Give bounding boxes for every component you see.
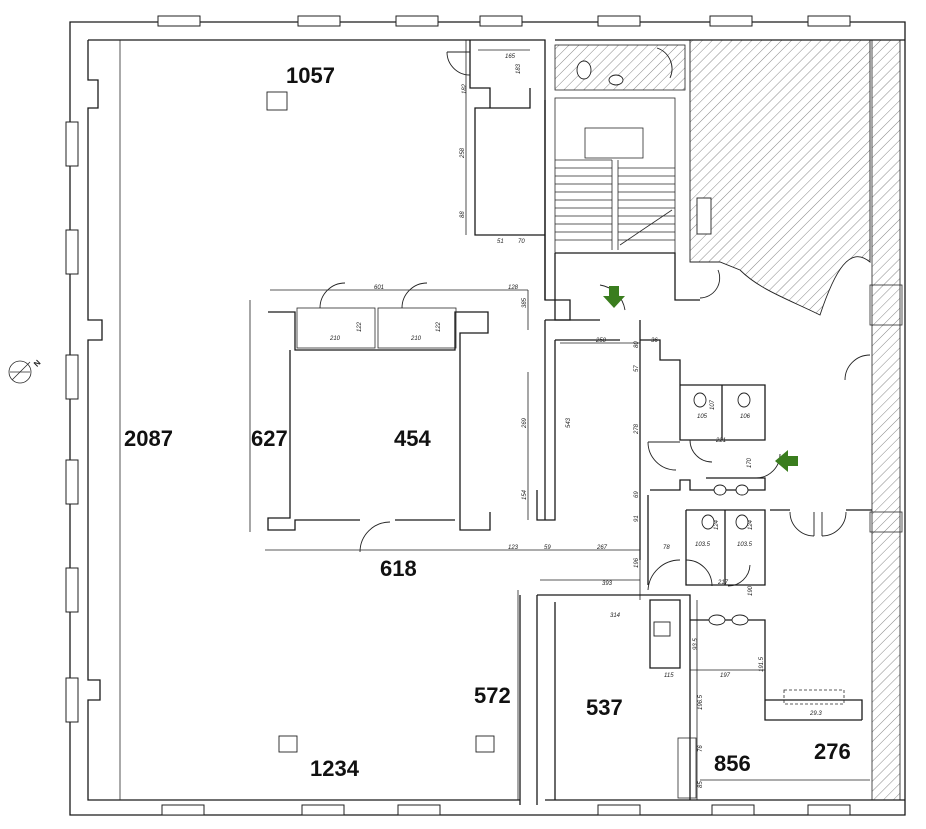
door-top-hall bbox=[446, 51, 471, 76]
inner-dimensions bbox=[249, 40, 641, 600]
dim-601: 601 bbox=[374, 285, 384, 291]
label-inner-right: 454 bbox=[394, 426, 431, 451]
dim-36: 36 bbox=[651, 338, 658, 344]
dim-69: 69 bbox=[634, 491, 640, 498]
door-right-corridor bbox=[699, 269, 721, 299]
bottom-windows bbox=[161, 804, 851, 816]
dim-267: 267 bbox=[596, 545, 608, 551]
dim-154: 154 bbox=[522, 489, 528, 500]
outer-wall-inner bbox=[87, 39, 905, 801]
dim-103-5b: 103.5 bbox=[737, 542, 753, 548]
dim-210b: 210 bbox=[410, 336, 422, 342]
entrance-arrows bbox=[603, 286, 798, 472]
dim-80: 80 bbox=[634, 341, 640, 348]
dim-183: 183 bbox=[516, 63, 522, 74]
dim-196: 196 bbox=[634, 557, 640, 568]
dim-93-5: 93.5 bbox=[693, 638, 699, 650]
top-toilet bbox=[576, 47, 673, 86]
dim-88: 88 bbox=[460, 211, 466, 218]
dim-221: 221 bbox=[715, 438, 726, 444]
right-toilets bbox=[640, 339, 766, 591]
label-inner-left: 627 bbox=[251, 426, 288, 451]
label-col-572: 572 bbox=[474, 683, 511, 708]
label-main-top: 1057 bbox=[286, 63, 335, 88]
dim-29-3: 29.3 bbox=[809, 711, 822, 717]
dim-122b: 122 bbox=[436, 321, 442, 332]
inner-block bbox=[266, 91, 495, 753]
label-room-276: 276 bbox=[814, 739, 851, 764]
dim-190: 190 bbox=[748, 585, 754, 596]
dim-165: 165 bbox=[505, 54, 516, 60]
dim-196-5: 196.5 bbox=[698, 694, 704, 710]
dim-258: 258 bbox=[460, 147, 466, 159]
dim-57: 57 bbox=[634, 365, 640, 372]
main-hall-right-wall bbox=[469, 40, 571, 805]
dim-51: 51 bbox=[497, 239, 504, 245]
dim-128: 128 bbox=[508, 285, 519, 291]
dim-91: 91 bbox=[634, 515, 640, 522]
double-door-right bbox=[755, 354, 872, 537]
dim-78: 78 bbox=[663, 545, 670, 551]
compass: N bbox=[8, 358, 43, 384]
left-windows bbox=[65, 121, 79, 723]
dim-210a: 210 bbox=[329, 336, 341, 342]
dim-314: 314 bbox=[610, 613, 621, 619]
entrance-arrow-left bbox=[775, 450, 798, 472]
dim-59: 59 bbox=[544, 545, 551, 551]
dim-182: 182 bbox=[462, 83, 468, 94]
dim-85: 85 bbox=[698, 781, 704, 788]
dim-217: 217 bbox=[717, 580, 729, 586]
dim-124b: 124 bbox=[748, 519, 754, 530]
dim-269: 269 bbox=[522, 417, 528, 429]
dim-393: 393 bbox=[602, 581, 613, 587]
top-windows bbox=[157, 15, 851, 27]
stairwell bbox=[554, 97, 676, 254]
dim-543: 543 bbox=[566, 417, 572, 428]
dim-123: 123 bbox=[508, 545, 519, 551]
dim-250: 250 bbox=[595, 338, 607, 344]
lower-right-rooms bbox=[517, 579, 870, 800]
sink-right bbox=[696, 197, 712, 235]
dim-197: 197 bbox=[720, 673, 731, 679]
right-side-boxes bbox=[869, 284, 903, 533]
dim-103-5a: 103.5 bbox=[695, 542, 711, 548]
dim-124a: 124 bbox=[714, 519, 720, 530]
dim-170: 170 bbox=[747, 457, 753, 468]
dim-191-5: 191.5 bbox=[759, 656, 765, 672]
dim-385: 385 bbox=[522, 297, 528, 308]
dim-76: 76 bbox=[698, 745, 704, 752]
dim-107: 107 bbox=[710, 399, 716, 410]
dim-70: 70 bbox=[518, 239, 525, 245]
hatched-wet-area bbox=[689, 39, 871, 316]
dim-106: 106 bbox=[740, 414, 751, 420]
label-room-537: 537 bbox=[586, 695, 623, 720]
label-main-left: 2087 bbox=[124, 426, 173, 451]
hatched-wall-right bbox=[871, 39, 901, 801]
dim-122a: 122 bbox=[357, 321, 363, 332]
entrance-arrow-down bbox=[603, 286, 625, 308]
compass-north-label: N bbox=[32, 358, 43, 369]
dim-278: 278 bbox=[634, 423, 640, 435]
label-inner-bottom: 618 bbox=[380, 556, 417, 581]
label-main-bottom: 1234 bbox=[310, 756, 360, 781]
dim-115: 115 bbox=[664, 673, 674, 679]
label-room-856: 856 bbox=[714, 751, 751, 776]
dim-105: 105 bbox=[697, 414, 708, 420]
